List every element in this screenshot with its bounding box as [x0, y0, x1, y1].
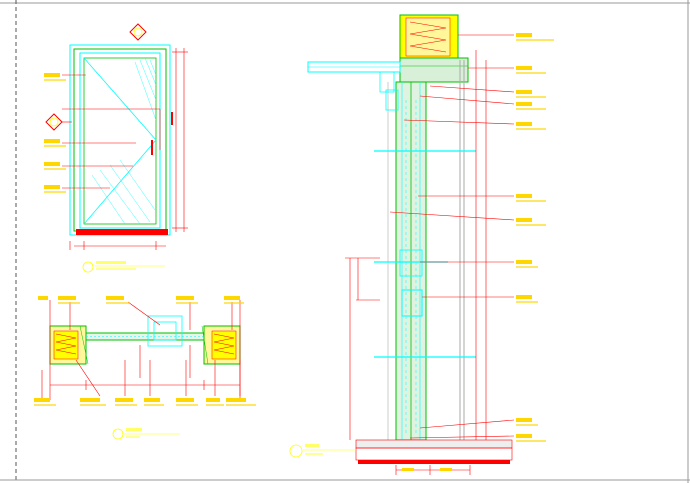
plan-tags-bottom [34, 398, 256, 406]
wall-dimensions [345, 50, 487, 475]
door-elevation [44, 23, 188, 273]
elevation-marker-mid [45, 113, 63, 131]
elevation-marker-top [129, 23, 147, 41]
plan-leaders [41, 301, 241, 398]
bottom-dim-labels [402, 468, 452, 471]
door-sill [76, 229, 168, 235]
plan-dimensions [49, 300, 241, 400]
door-plan-section [34, 296, 256, 440]
door-elevation-dimensions [69, 48, 188, 250]
wall-leaders [389, 34, 515, 439]
door-elevation-title [82, 261, 165, 273]
wall-section [289, 14, 554, 475]
wall-section-title [289, 444, 356, 458]
wall-tags [516, 33, 554, 442]
floor-slab [355, 439, 513, 449]
floor-finish [358, 460, 510, 464]
door-elevation-tags [44, 73, 66, 193]
plan-tags-top [38, 296, 244, 304]
door-elevation-leaders [62, 74, 161, 189]
door-plan-title [112, 428, 180, 440]
door-leaf-hatch [91, 57, 157, 225]
